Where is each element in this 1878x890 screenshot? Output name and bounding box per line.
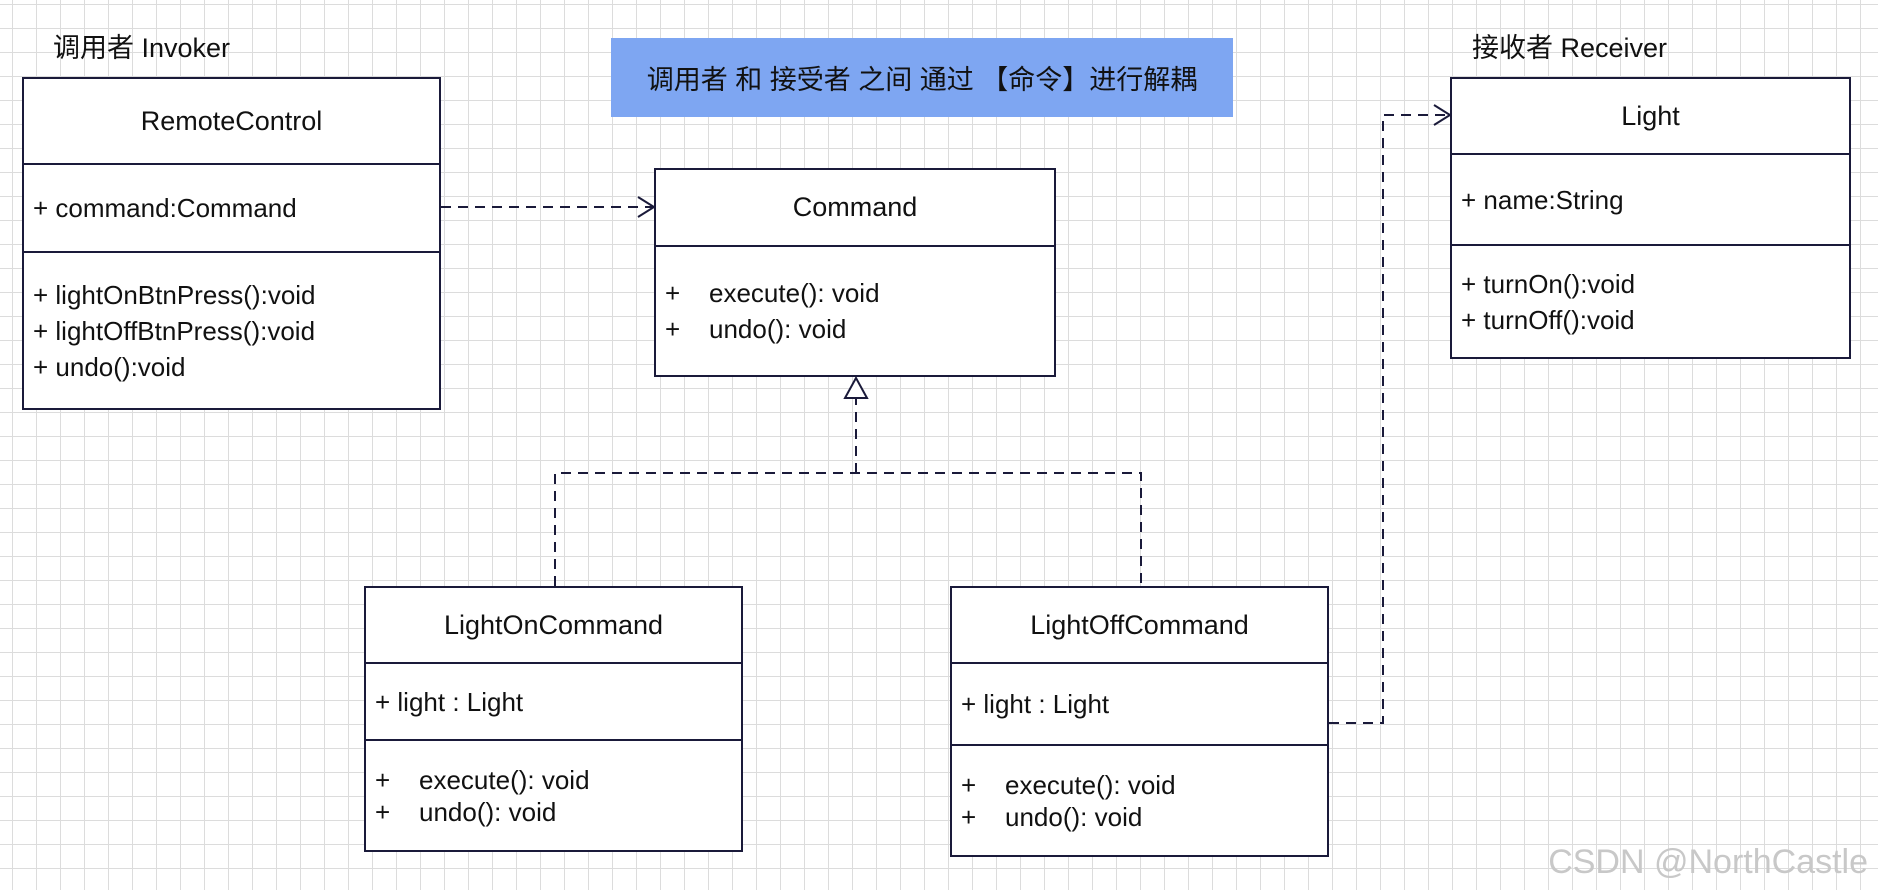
class-operations: + execute(): void + undo(): void	[952, 746, 1327, 855]
attribute: + light : Light	[375, 686, 524, 717]
operation: + execute(): void	[961, 769, 1327, 801]
class-operations: + turnOn():void + turnOff():void	[1452, 246, 1849, 357]
class-command: Command + execute(): void + undo(): void	[654, 168, 1056, 377]
operation-text: undo(): void	[1005, 801, 1143, 832]
invoker-label: 调用者 Invoker	[53, 33, 231, 63]
class-attributes: + light : Light	[366, 664, 741, 741]
operation: + undo(): void	[665, 311, 1054, 347]
operation-text: execute(): void	[709, 278, 880, 308]
realization-triangle	[843, 375, 869, 399]
class-attributes: + light : Light	[952, 664, 1327, 746]
class-operations: + execute(): void + undo(): void	[366, 741, 741, 850]
visibility: +	[961, 769, 977, 800]
class-name: LightOffCommand	[952, 588, 1327, 664]
attribute: + light : Light	[961, 689, 1110, 719]
operation: + undo(): void	[375, 796, 741, 828]
class-light-off-command: LightOffCommand + light : Light + execute…	[950, 586, 1329, 857]
operation: + turnOn():void	[1461, 268, 1636, 299]
class-attributes: + command:Command	[24, 165, 439, 253]
operation-text: execute(): void	[1005, 769, 1176, 800]
visibility: +	[375, 764, 391, 795]
decoupling-banner: 调用者 和 接受者 之间 通过 【命令】进行解耦	[611, 38, 1233, 117]
operation-text: execute(): void	[419, 764, 590, 795]
operation: + turnOff():void	[1461, 304, 1635, 335]
class-name: Command	[656, 170, 1054, 247]
operation: + execute(): void	[665, 275, 1054, 311]
attribute: + name:String	[1461, 184, 1624, 215]
operation: + undo(): void	[961, 801, 1327, 833]
operation: + lightOffBtnPress():void	[33, 315, 316, 346]
watermark: CSDN @NorthCastle	[1548, 843, 1868, 881]
class-light: Light + name:String + turnOn():void + tu…	[1450, 77, 1851, 359]
class-attributes: + name:String	[1452, 155, 1849, 246]
operation: + execute(): void	[375, 764, 741, 796]
operation-text: undo(): void	[709, 314, 847, 344]
class-operations: + lightOnBtnPress():void + lightOffBtnPr…	[24, 253, 439, 408]
receiver-label: 接收者 Receiver	[1472, 33, 1668, 63]
visibility: +	[375, 796, 391, 827]
class-light-on-command: LightOnCommand + light : Light + execute(…	[364, 586, 743, 852]
visibility: +	[961, 801, 977, 832]
class-operations: + execute(): void + undo(): void	[656, 247, 1054, 375]
attribute: + command:Command	[33, 193, 297, 223]
visibility: +	[665, 278, 681, 308]
realization-lines	[554, 398, 1142, 586]
class-remote-control: RemoteControl + command:Command + lightO…	[22, 77, 441, 410]
operation: + undo():void	[33, 351, 186, 382]
class-name: LightOnCommand	[366, 588, 741, 664]
class-name: RemoteControl	[24, 79, 439, 165]
dependency-lightoff-to-light	[1329, 104, 1452, 724]
visibility: +	[665, 314, 681, 344]
class-name: Light	[1452, 79, 1849, 155]
operation: + lightOnBtnPress():void	[33, 279, 316, 310]
operation-text: undo(): void	[419, 796, 557, 827]
